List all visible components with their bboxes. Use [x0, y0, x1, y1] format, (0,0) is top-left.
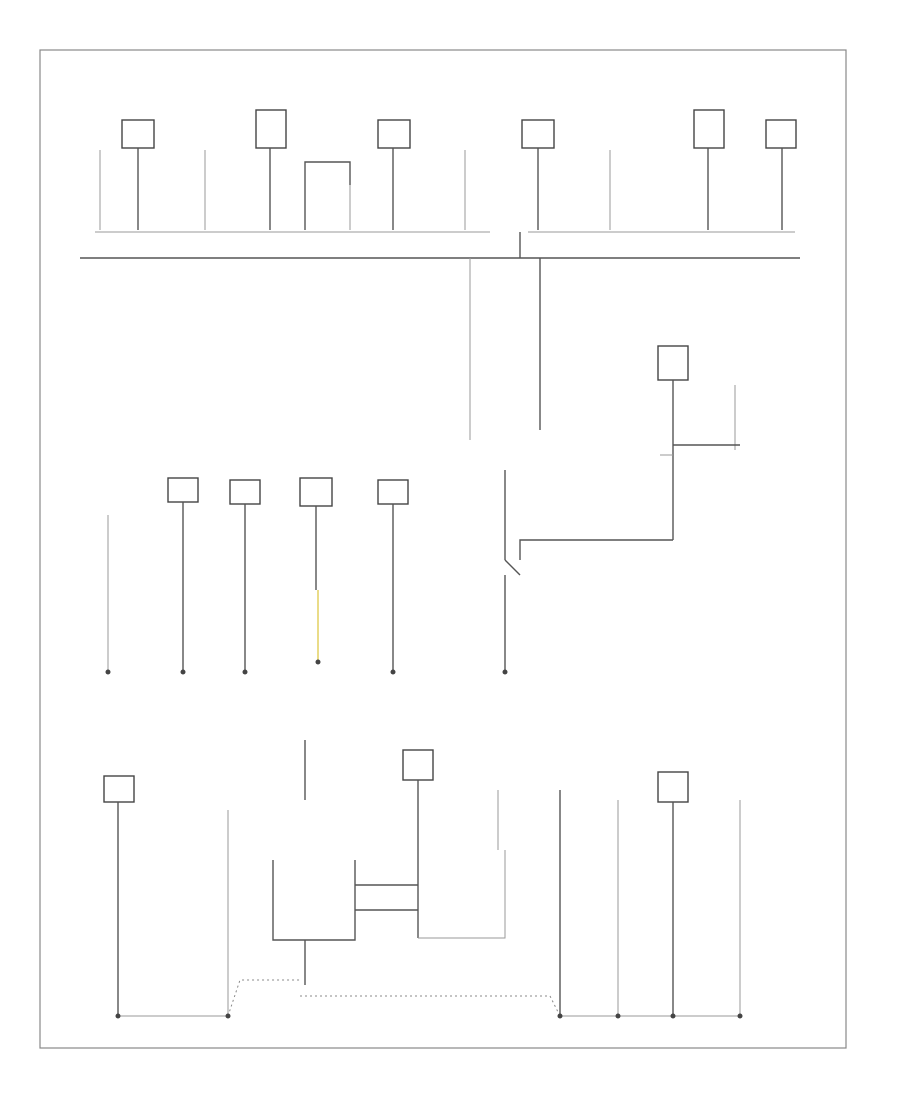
component-box [521, 119, 555, 149]
component-box [299, 477, 333, 507]
diagram-frame [39, 49, 847, 1049]
component-box [765, 119, 797, 149]
component-box [377, 119, 411, 149]
top-section [80, 109, 800, 440]
bottom-section [103, 740, 743, 1019]
component-box [377, 479, 409, 505]
component-box [229, 479, 261, 505]
component-box [255, 109, 287, 149]
middle-section [105, 345, 740, 675]
component-box [657, 345, 689, 381]
component-box [402, 749, 434, 781]
component-box [657, 771, 689, 803]
component-box [693, 109, 725, 149]
component-box [121, 119, 155, 149]
component-box [103, 775, 135, 803]
component-box [167, 477, 199, 503]
